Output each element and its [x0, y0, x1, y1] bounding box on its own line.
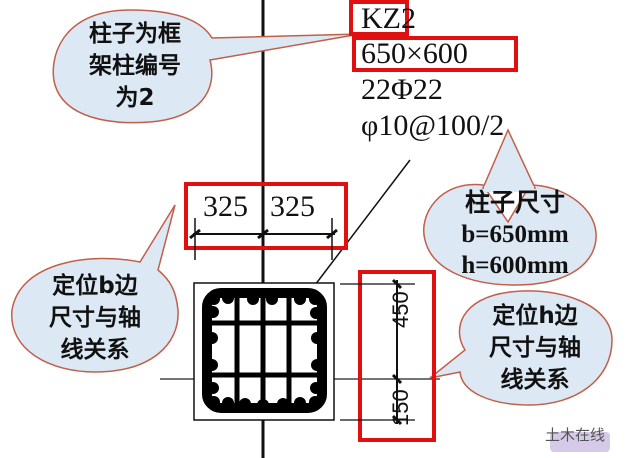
highlight-box-code	[349, 0, 409, 36]
dimension-h-upper: 450	[388, 291, 413, 328]
dimension-b-right: 325	[270, 190, 315, 223]
callout-bubble-h-position	[429, 290, 613, 406]
callout-column-size-text: 柱子尺寸 b=650mm h=600mm	[461, 190, 569, 279]
stirrup-text: φ10@100/2	[361, 109, 505, 142]
column-cross-section	[193, 282, 335, 421]
highlight-box-h-dimension	[358, 270, 436, 442]
watermark: 土木在线	[545, 426, 606, 444]
callout-bubble-b-position	[11, 204, 179, 373]
b-dimension-line	[189, 218, 338, 260]
back-badge	[550, 432, 610, 452]
dimension-b-left: 325	[203, 190, 248, 223]
callout-bubble-column-size	[423, 128, 597, 286]
column-code: KZ2	[361, 2, 416, 35]
dimension-h-lower: 150	[388, 389, 413, 426]
callout-column-number-text: 柱子为框 架柱编号 为2	[89, 21, 181, 111]
leader-line	[314, 159, 411, 286]
highlight-box-b-dimension	[184, 182, 348, 250]
h-dimension-line	[340, 278, 415, 426]
highlight-box-size	[352, 36, 518, 72]
longitudinal-rebar-text: 22Φ22	[361, 73, 443, 106]
callout-bubble-column-number	[52, 9, 361, 124]
column-size-text: 650×600	[361, 37, 468, 70]
callout-b-position-text: 定位b边 尺寸与轴 线关系	[49, 273, 141, 363]
callout-h-position-text: 定位h边 尺寸与轴 线关系	[489, 303, 581, 393]
